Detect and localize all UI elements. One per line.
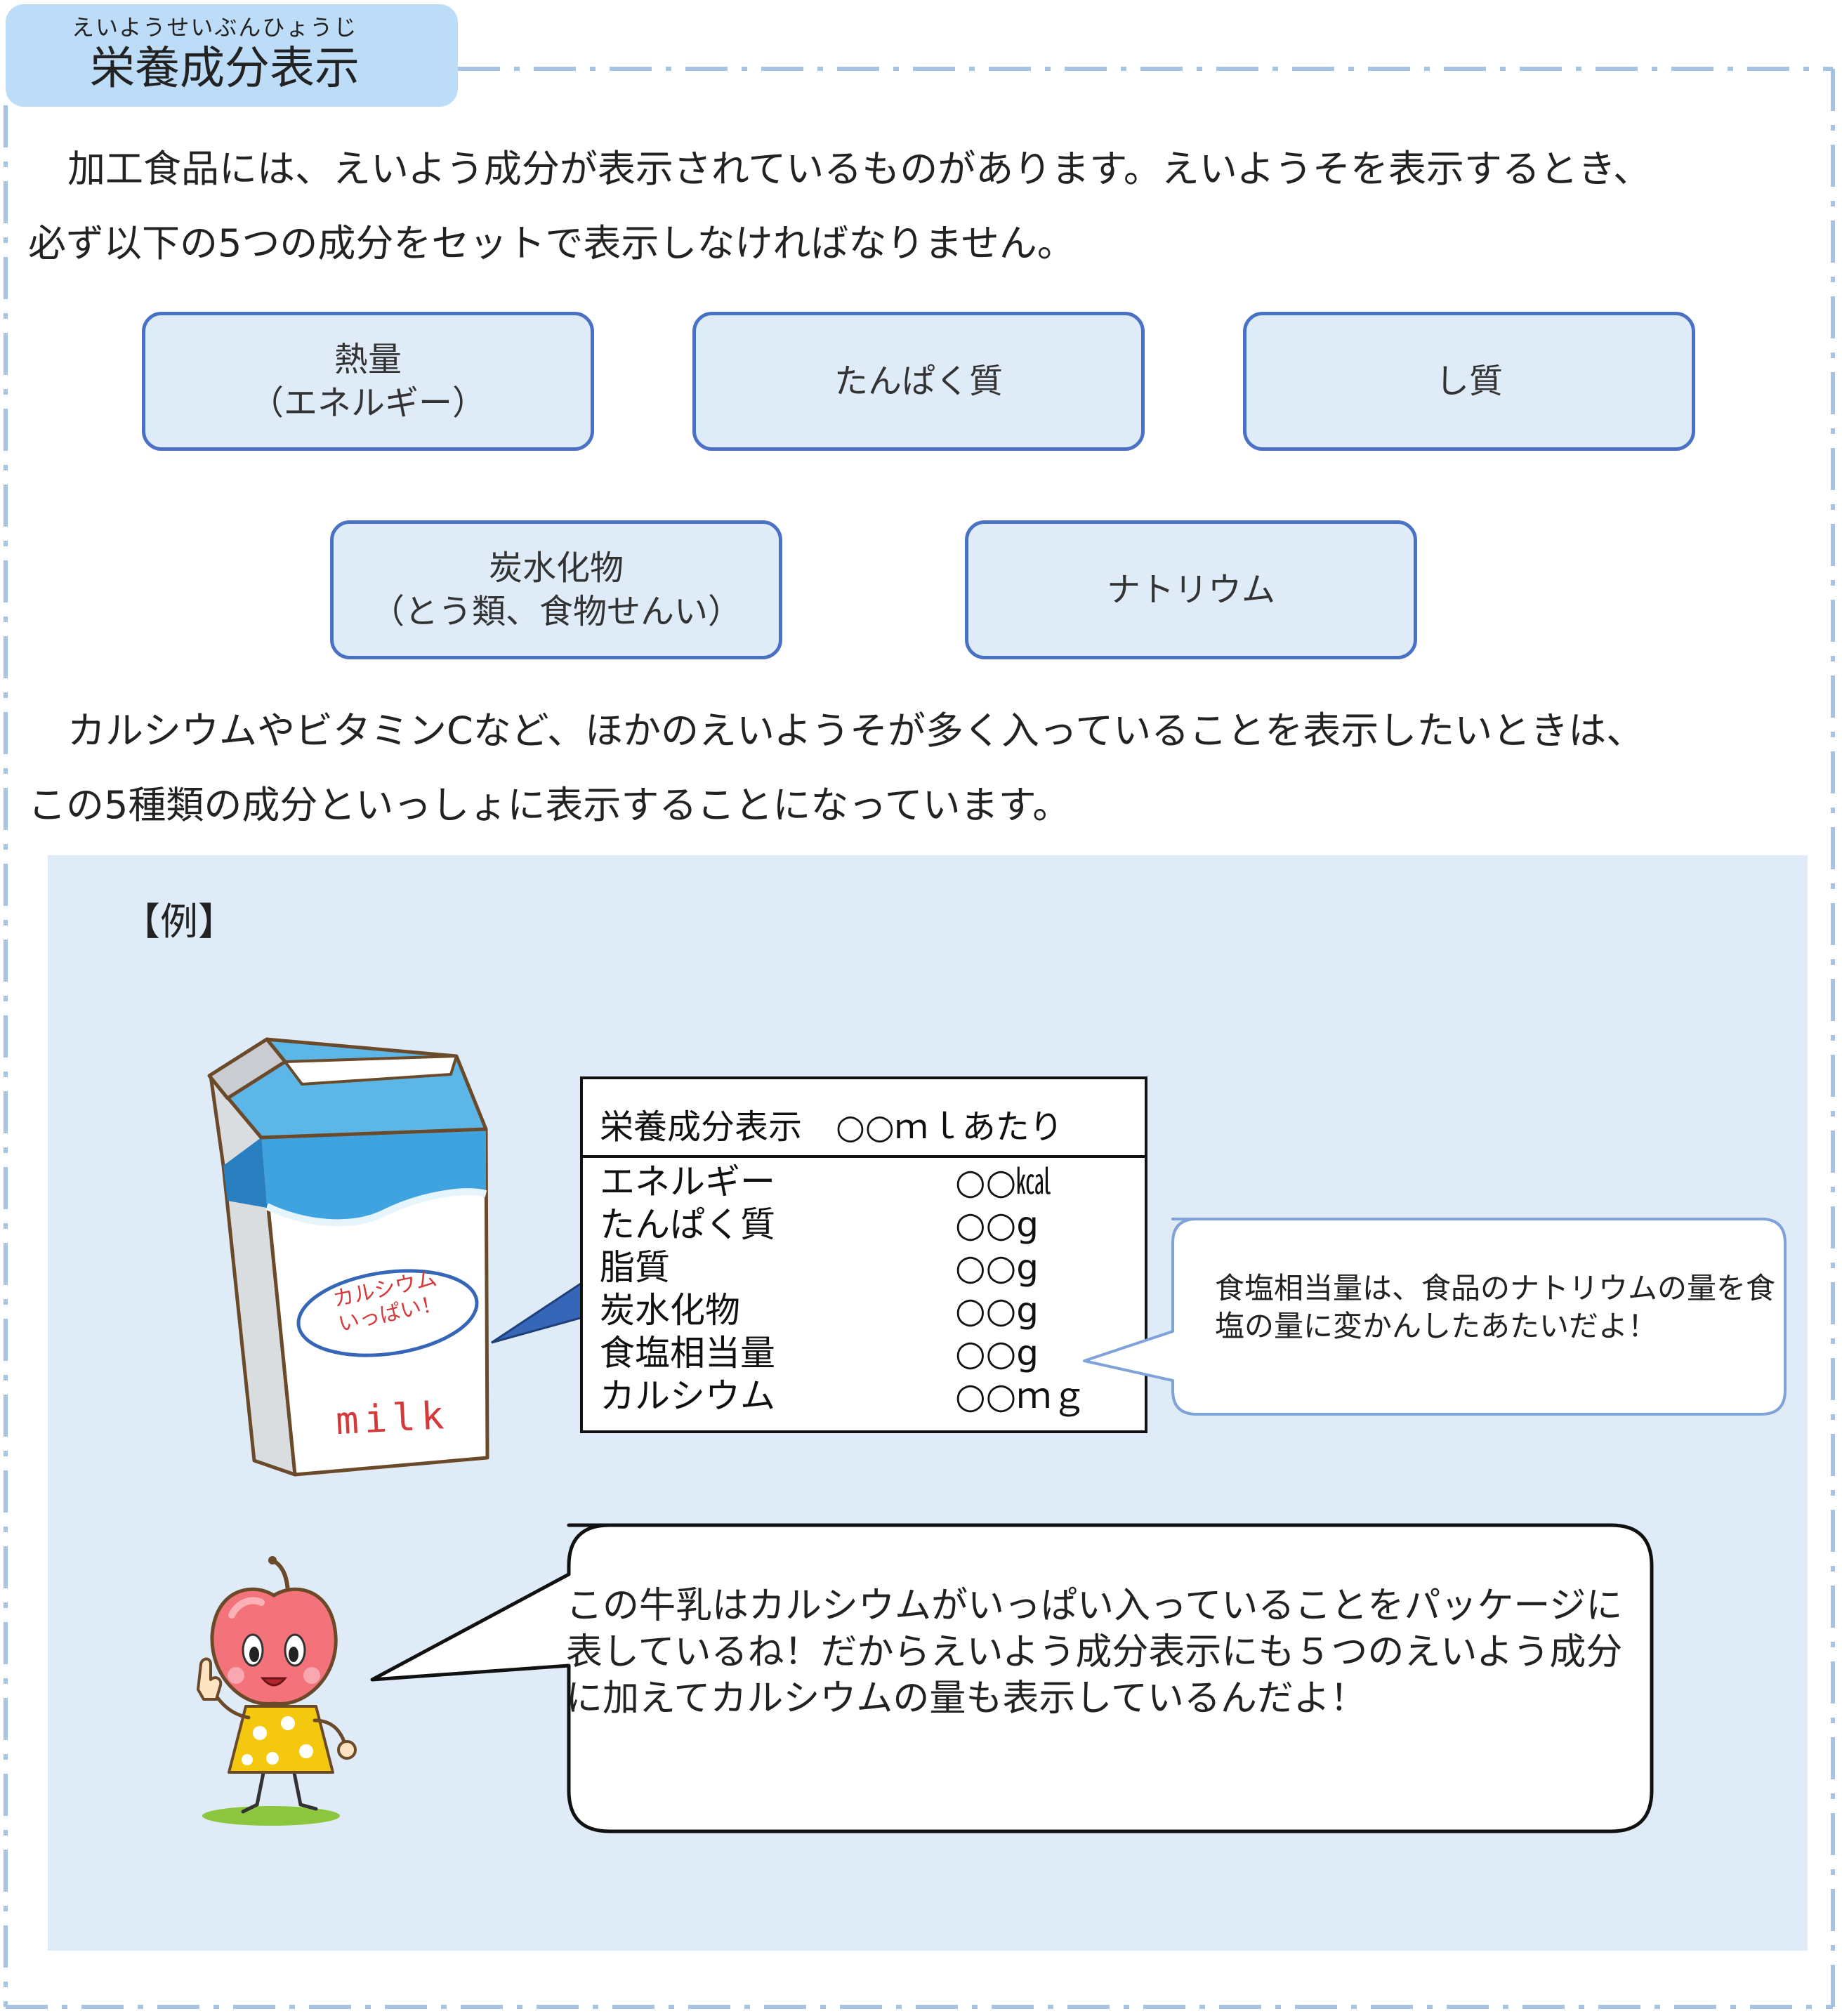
table-row: たんぱく質 ○○g bbox=[600, 1204, 1133, 1246]
para2-line-1: カルシウムやビタミンCなど、ほかのえいようそが多く入っていることを表示したいとき… bbox=[67, 709, 1645, 753]
milk-carton-illustration bbox=[207, 1037, 489, 1477]
table-header: 栄養成分表示 ○○ｍｌあたり bbox=[600, 1107, 1063, 1147]
row-name: カルシウム bbox=[600, 1376, 775, 1416]
title-tab bbox=[6, 4, 458, 107]
table-row: 食塩相当量 ○○g bbox=[600, 1332, 1133, 1375]
row-name: エネルギー bbox=[600, 1161, 775, 1202]
nutrient-box-sodium: ナトリウム bbox=[965, 520, 1417, 659]
carton-pointer bbox=[491, 1280, 584, 1344]
nutrient-name: たんぱく質 bbox=[834, 362, 1003, 401]
row-value: ○○g bbox=[955, 1290, 1039, 1331]
example-label: 【例】 bbox=[122, 900, 236, 944]
nutrient-box-energy: 熱量 （エネルギー） bbox=[142, 312, 594, 451]
row-name: たんぱく質 bbox=[600, 1204, 775, 1245]
table-row: エネルギー ○○㎉ bbox=[600, 1161, 1133, 1204]
nutrient-box-fat: し質 bbox=[1243, 312, 1695, 451]
nutrient-box-protein: たんぱく質 bbox=[692, 312, 1145, 451]
row-name: 脂質 bbox=[600, 1247, 670, 1288]
row-name: 食塩相当量 bbox=[600, 1333, 775, 1373]
title-ruby: えいようせいぶんひょうじ bbox=[72, 14, 358, 41]
table-row: 炭水化物 ○○g bbox=[600, 1289, 1133, 1332]
row-name: 炭水化物 bbox=[600, 1290, 740, 1331]
salt-note-text: 食塩相当量は、食品のナトリウムの量を食塩の量に変かんしたあたいだよ！ bbox=[1215, 1271, 1776, 1343]
nutrient-box-carbohydrate: 炭水化物 （とう類、食物せんい） bbox=[330, 520, 782, 659]
table-row: 脂質 ○○g bbox=[600, 1246, 1133, 1289]
table-divider bbox=[583, 1155, 1145, 1158]
nutrient-note: （エネルギー） bbox=[249, 383, 486, 423]
table-row: カルシウム ○○ｍｇ bbox=[600, 1375, 1133, 1418]
row-value: ○○g bbox=[955, 1247, 1039, 1288]
intro-line-2: 必ず以下の5つの成分をセットで表示しなければなりません。 bbox=[28, 221, 1075, 265]
row-value: ○○ｍｇ bbox=[955, 1376, 1087, 1416]
intro-paragraph: 加工食品には、えいよう成分が表示されているものがあります。えいようそを表示すると… bbox=[28, 132, 1798, 281]
milk-word: milk bbox=[334, 1392, 451, 1444]
nutrient-name: 熱量 bbox=[334, 340, 402, 379]
nutrient-note: （とう類、食物せんい） bbox=[370, 592, 742, 631]
apple-character bbox=[197, 1556, 357, 1826]
character-speech-text: この牛乳はカルシウムがいっぱい入っていることをパッケージに表しているね！だからえ… bbox=[566, 1585, 1623, 1720]
row-value: ○○g bbox=[955, 1333, 1039, 1373]
page-title: 栄養成分表示 bbox=[90, 43, 360, 95]
row-value: ○○g bbox=[955, 1204, 1039, 1245]
nutrient-name: ナトリウム bbox=[1106, 570, 1275, 610]
second-paragraph: カルシウムやビタミンCなど、ほかのえいようそが多く入っていることを表示したいとき… bbox=[28, 694, 1798, 843]
table-rows: エネルギー ○○㎉ たんぱく質 ○○g 脂質 ○○g 炭水化物 ○○g 食塩相当… bbox=[600, 1161, 1133, 1418]
row-value: ○○㎉ bbox=[955, 1161, 1052, 1202]
character-speech-bubble bbox=[370, 1523, 1654, 1833]
salt-note-bubble bbox=[1083, 1218, 1787, 1416]
nutrition-facts-table: 栄養成分表示 ○○ｍｌあたり エネルギー ○○㎉ たんぱく質 ○○g 脂質 ○○… bbox=[580, 1076, 1147, 1433]
para2-line-2: この5種類の成分といっしょに表示することになっています。 bbox=[28, 783, 1071, 827]
nutrient-name: 炭水化物 bbox=[488, 548, 624, 588]
intro-line-1: 加工食品には、えいよう成分が表示されているものがあります。えいようそを表示すると… bbox=[67, 147, 1652, 191]
nutrient-name: し質 bbox=[1435, 362, 1503, 401]
